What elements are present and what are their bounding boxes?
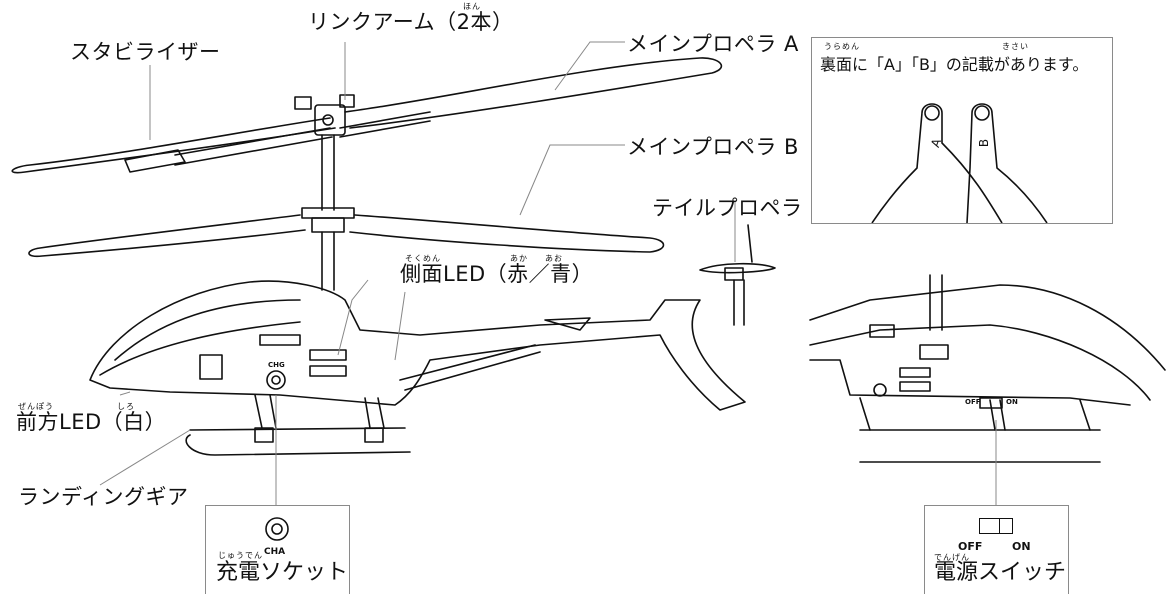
ruby-side-led-sokumen: そくめん xyxy=(405,254,441,263)
label-link-arm: リンクアーム（2本） xyxy=(308,10,514,34)
main-propeller-a xyxy=(11,57,723,174)
tail-rotor-assembly xyxy=(699,224,776,326)
charge-ruby: じゅうでん xyxy=(218,551,263,560)
note-ruby-uramen: うらめん xyxy=(824,42,860,51)
helicopter-body xyxy=(89,280,746,411)
ruby-link-arm: ほん xyxy=(463,2,481,11)
ruby-front-led-zenpou: ぜんぽう xyxy=(18,402,54,411)
note-text: 裏面に「A」「B」の記載があります。 xyxy=(820,55,1089,74)
switch-icon xyxy=(979,518,1013,534)
blade-mark-b: B xyxy=(977,138,992,148)
socket-code: CHA xyxy=(264,547,286,557)
body-mark-chg: CHG xyxy=(268,361,285,369)
label-tail-propeller: テイルプロペラ xyxy=(652,196,803,220)
blade-marking-note-box: うらめん きさい 裏面に「A」「B」の記載があります。 A B xyxy=(811,37,1113,224)
label-stabilizer: スタビライザー xyxy=(70,40,221,64)
main-propeller-b xyxy=(28,207,665,291)
leader-lines xyxy=(99,41,997,507)
switch-off-label: OFF xyxy=(958,540,983,553)
body-mark-on: ON xyxy=(1006,398,1018,406)
stabilizer-bar xyxy=(124,111,431,173)
blade-roots-drawing xyxy=(871,103,1048,223)
ruby-side-led-aka: あか xyxy=(510,254,528,263)
charge-socket-label: 充電ソケット xyxy=(216,560,349,585)
landing-gear xyxy=(185,394,411,456)
label-landing-gear: ランディングギア xyxy=(18,485,189,509)
switch-on-label: ON xyxy=(1012,540,1031,553)
helicopter-side-partial xyxy=(809,274,1166,463)
socket-icon xyxy=(265,517,289,541)
rotor-head xyxy=(294,94,355,211)
power-switch-box: OFF ON でんげん 電源スイッチ xyxy=(924,505,1069,594)
label-main-propeller-b: メインプロペラ B xyxy=(627,135,799,159)
label-front-led: 前方LED（白） xyxy=(16,410,167,434)
charge-socket-box: じゅうでん CHA 充電ソケット xyxy=(205,505,350,594)
ruby-side-led-ao: あお xyxy=(545,254,563,263)
body-mark-off: OFF xyxy=(965,398,981,406)
label-main-propeller-a: メインプロペラ A xyxy=(627,32,799,56)
label-side-led: 側面LED（赤／青） xyxy=(400,262,594,286)
note-ruby-kisai: きさい xyxy=(1002,42,1029,51)
power-ruby: でんげん xyxy=(934,553,970,562)
power-switch-label: 電源スイッチ xyxy=(934,560,1067,585)
ruby-front-led-shiro: しろ xyxy=(117,402,135,411)
